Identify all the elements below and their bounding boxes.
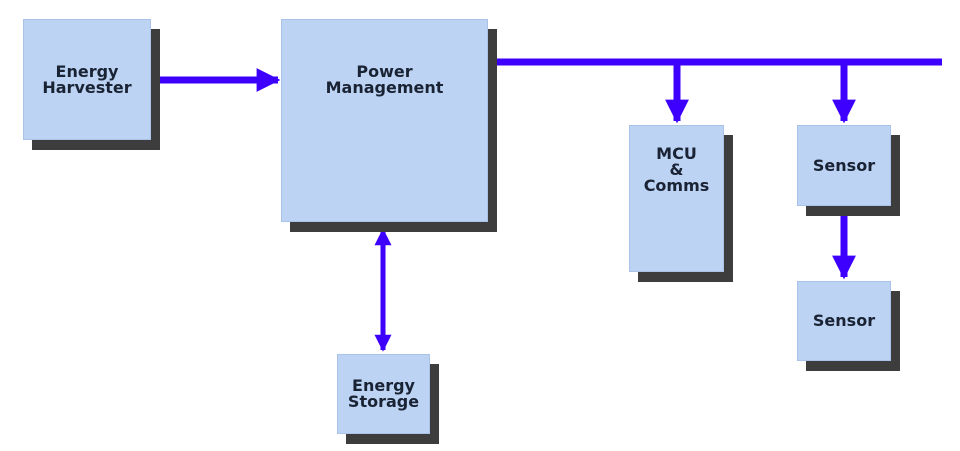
energy-harvester-label-line1: Energy bbox=[55, 61, 119, 81]
energy-harvester-label-line2: Harvester bbox=[42, 77, 132, 97]
sensor-1-label: Sensor bbox=[812, 155, 876, 175]
energy-storage-label-line1: Energy bbox=[352, 376, 415, 395]
sensor-block-2: Sensor bbox=[797, 281, 891, 361]
mcu-comms-label-line2: & bbox=[669, 160, 684, 179]
power-management-label-line2: Management bbox=[325, 78, 444, 97]
mcu-comms-block: MCU & Comms bbox=[629, 125, 724, 272]
energy-storage-block: Energy Storage bbox=[337, 354, 430, 434]
mcu-comms-label-line3: Comms bbox=[643, 176, 710, 195]
power-management-block: Power Management bbox=[281, 19, 488, 222]
sensor-block-1: Sensor bbox=[797, 125, 891, 206]
energy-harvester-block: Energy Harvester bbox=[23, 19, 151, 140]
energy-storage-label-line2: Storage bbox=[347, 392, 420, 411]
power-management-label-line1: Power bbox=[356, 62, 413, 81]
sensor-2-label: Sensor bbox=[812, 311, 876, 330]
mcu-comms-label-line1: MCU bbox=[656, 144, 697, 163]
